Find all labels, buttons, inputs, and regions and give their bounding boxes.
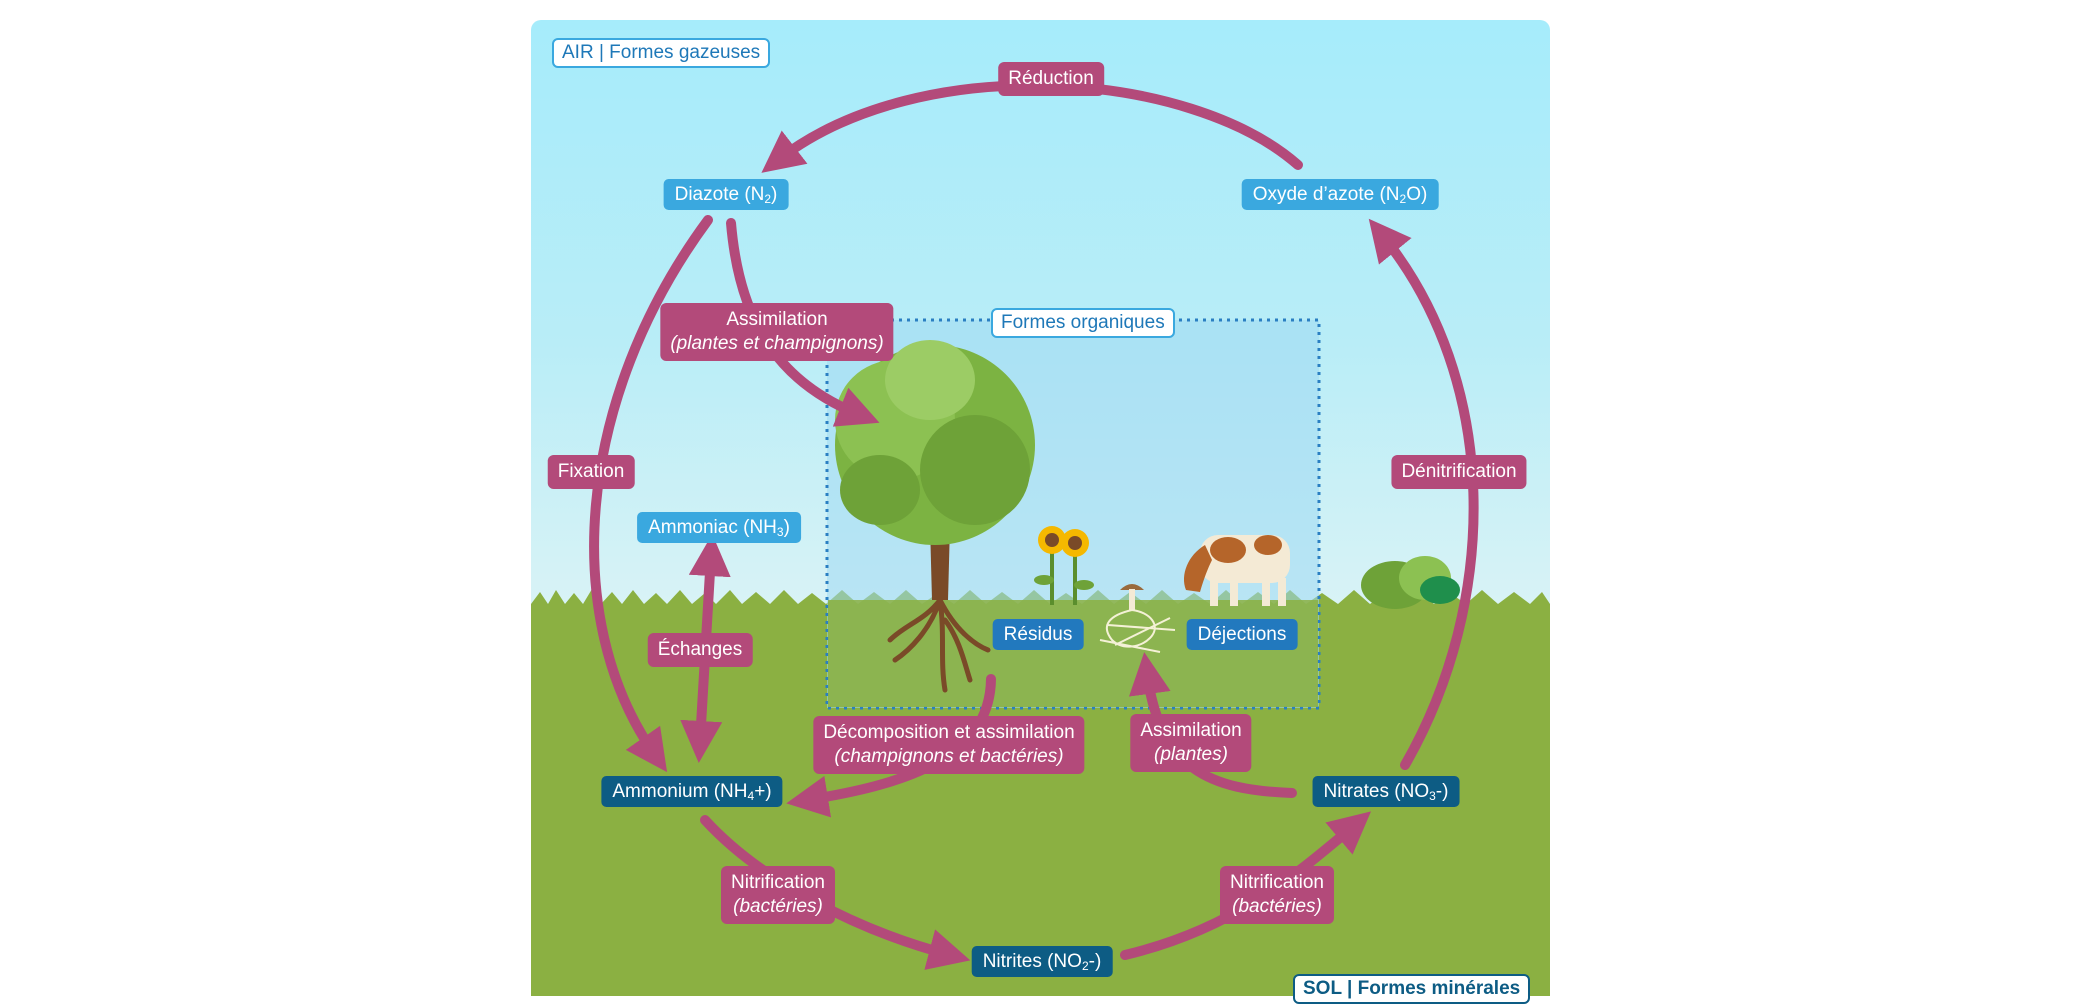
process-reduction: Réduction xyxy=(998,62,1104,96)
tree-icon xyxy=(835,340,1035,693)
air-zone-label: AIR | Formes gazeuses xyxy=(552,38,771,68)
tag-ammonium: Ammonium (NH4+) xyxy=(601,776,783,807)
process-echanges: Échanges xyxy=(647,633,753,667)
tag-oxyde-azote: Oxyde d’azote (N2O) xyxy=(1241,179,1439,210)
tag-residus: Résidus xyxy=(992,619,1084,650)
sol-zone-label: SOL | Formes minérales xyxy=(1293,974,1531,1004)
process-decomposition: Décomposition et assimilation (champigno… xyxy=(813,716,1085,774)
sunflower-icon xyxy=(1034,526,1094,605)
organic-zone-label: Formes organiques xyxy=(991,308,1175,338)
organic-ground xyxy=(828,600,1318,707)
bush-icon xyxy=(1361,556,1460,609)
mushroom-icon xyxy=(1099,584,1176,653)
process-denitrification: Dénitrification xyxy=(1391,455,1527,489)
process-assimilation-plantes: Assimilation (plantes) xyxy=(1130,714,1252,772)
tag-nitrates: Nitrates (NO3-) xyxy=(1312,776,1460,807)
tag-dejections: Déjections xyxy=(1186,619,1298,650)
process-nitrification-right: Nitrification (bactéries) xyxy=(1220,866,1334,924)
process-fixation: Fixation xyxy=(547,455,635,489)
arrow-fixation xyxy=(589,215,713,773)
tag-diazote: Diazote (N2) xyxy=(663,179,789,210)
arrow-denitrification xyxy=(1368,218,1479,770)
process-nitrification-left: Nitrification (bactéries) xyxy=(721,866,835,924)
process-assimilation-top: Assimilation (plantes et champignons) xyxy=(660,303,894,361)
arrow-reduction xyxy=(761,80,1303,173)
tag-ammoniac: Ammoniac (NH3) xyxy=(637,512,801,543)
tag-nitrites: Nitrites (NO2-) xyxy=(971,946,1113,977)
cow-icon xyxy=(1184,535,1290,606)
